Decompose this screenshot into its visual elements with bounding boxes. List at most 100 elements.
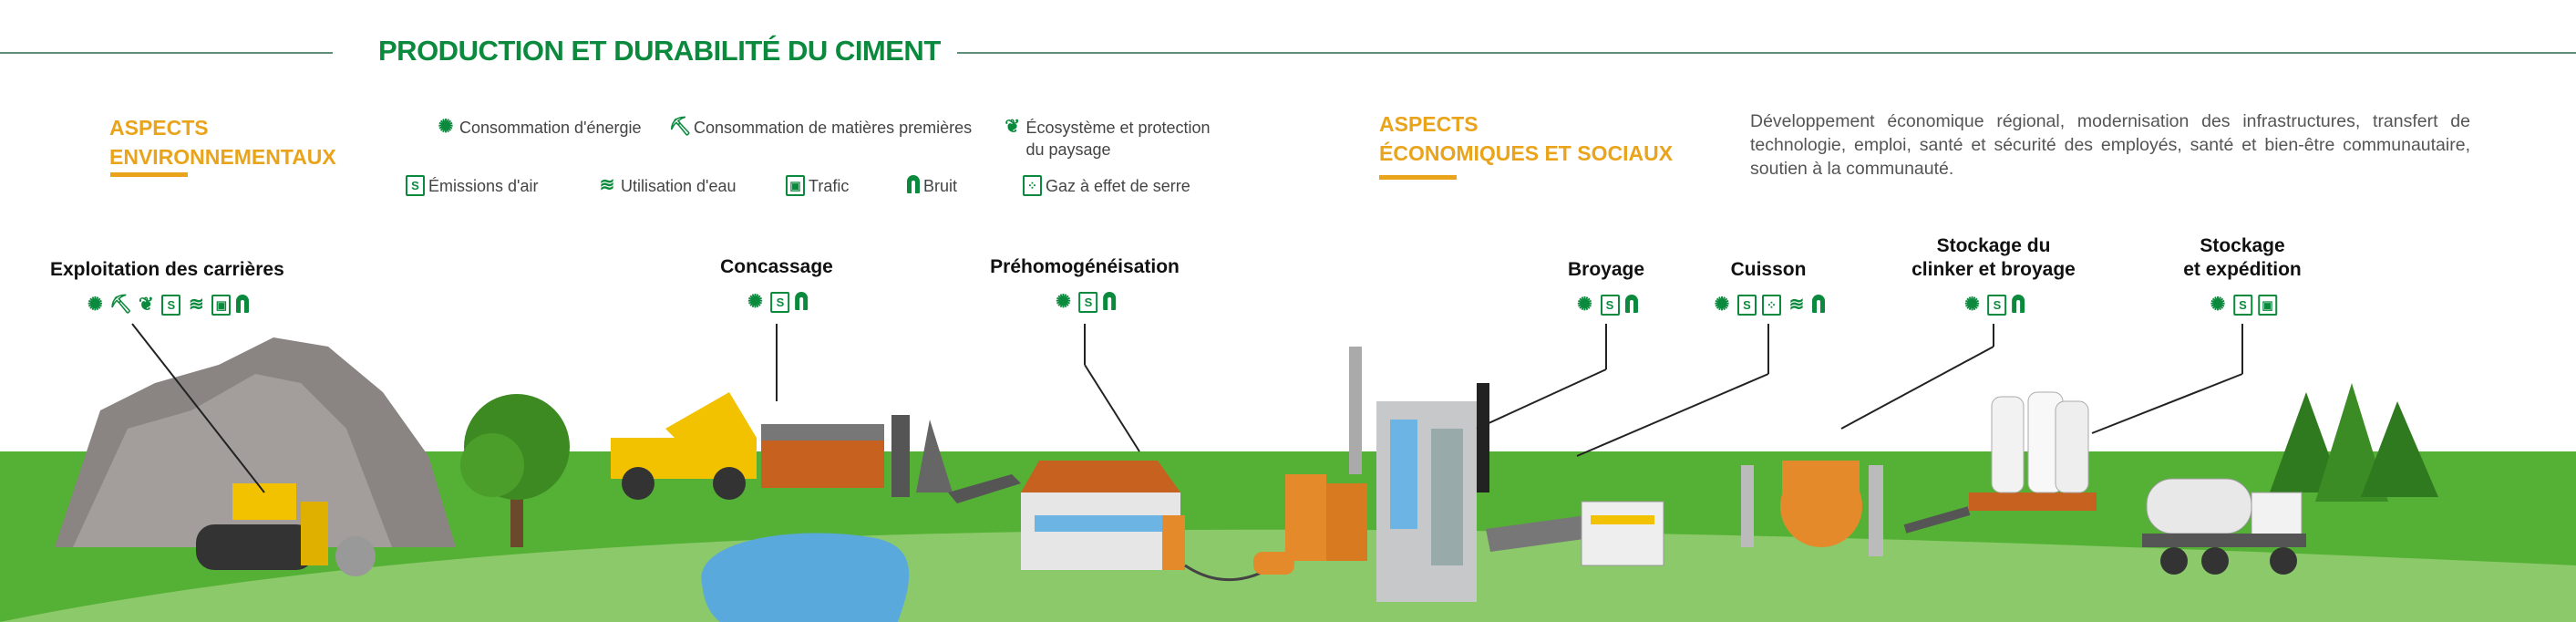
stage-1: Concassage✺S bbox=[720, 255, 833, 313]
water-use-icon: ≋ bbox=[189, 295, 204, 315]
economic-description: Développement économique régional, moder… bbox=[1750, 111, 2470, 179]
ecosystem-icon: ❦ bbox=[139, 295, 154, 315]
stage-icons: ✺S bbox=[1568, 295, 1644, 316]
grass-light bbox=[0, 529, 2576, 622]
stage-label: Broyage bbox=[1567, 259, 1645, 280]
noise-icon bbox=[236, 295, 250, 313]
legend-label: Écosystème et protection du paysage bbox=[1025, 119, 1211, 159]
legend-item: ✺ Consommation d'énergie bbox=[436, 117, 642, 139]
air-emissions-icon: S bbox=[1987, 295, 2007, 316]
noise-icon bbox=[2012, 295, 2025, 313]
energy-icon: ✺ bbox=[747, 292, 763, 312]
cement-mill bbox=[1741, 461, 1883, 556]
greenhouse-gas-icon: ⁘ bbox=[1023, 175, 1042, 196]
energy-icon: ✺ bbox=[1714, 295, 1730, 315]
dump-truck bbox=[611, 392, 757, 500]
traffic-icon: ▣ bbox=[2258, 295, 2277, 316]
stage-icons: ✺⛏ ❦ S ≋ ▣ bbox=[50, 295, 284, 316]
air-emissions-icon: S bbox=[1078, 292, 1098, 313]
prehomogenization-hall bbox=[1021, 461, 1185, 570]
lake bbox=[701, 533, 910, 622]
legend-item: ▣Trafic bbox=[786, 175, 849, 197]
cement-silos bbox=[1969, 391, 2097, 511]
stage-3: Broyage✺S bbox=[1568, 258, 1644, 316]
leader-lines bbox=[131, 323, 2243, 493]
legend-label: Consommation de matières premières bbox=[694, 119, 973, 137]
ecosystem-icon: ❦ bbox=[1005, 117, 1021, 137]
legend-label: Utilisation d'eau bbox=[621, 177, 737, 195]
energy-icon: ✺ bbox=[88, 295, 103, 315]
air-emissions-icon: S bbox=[1600, 295, 1620, 316]
title-rule-right bbox=[957, 52, 2576, 54]
legend-label: Émissions d'air bbox=[428, 177, 539, 195]
economic-heading: ASPECTS ÉCONOMIQUES ET SOCIAUX bbox=[1379, 109, 1673, 168]
crusher-cylinder bbox=[891, 415, 910, 497]
water-use-icon: ≋ bbox=[1788, 295, 1805, 315]
air-emissions-icon: S bbox=[406, 175, 425, 196]
forest bbox=[2270, 383, 2438, 502]
noise-icon bbox=[795, 292, 809, 310]
legend-item: ≋ Utilisation d'eau bbox=[597, 175, 737, 197]
stage-0: Exploitation des carrières ✺⛏ ❦ S ≋ ▣ bbox=[50, 258, 284, 316]
energy-icon: ✺ bbox=[1577, 295, 1592, 315]
title-rule-left bbox=[0, 52, 333, 54]
stage-icons: ✺ S⁘ ≋ bbox=[1712, 295, 1825, 316]
energy-icon: ✺ bbox=[1056, 292, 1071, 312]
legend-label: Consommation d'énergie bbox=[459, 119, 642, 137]
air-emissions-icon: S bbox=[770, 292, 790, 313]
raw-materials-icon: ⛏ bbox=[108, 295, 133, 315]
noise-icon bbox=[907, 175, 920, 193]
noise-icon bbox=[1624, 295, 1638, 313]
water-use-icon: ≋ bbox=[599, 175, 615, 195]
greenhouse-gas-icon: ⁘ bbox=[1762, 295, 1781, 316]
environmental-heading: ASPECTS ENVIRONNEMENTAUX bbox=[109, 113, 336, 171]
preheater-tower bbox=[1376, 401, 1477, 602]
stage-label: Concassage bbox=[720, 256, 833, 277]
environmental-heading-line1: ASPECTS bbox=[109, 116, 209, 140]
bulldozer bbox=[196, 483, 328, 570]
page-title: PRODUCTION ET DURABILITÉ DU CIMENT bbox=[378, 35, 941, 67]
legend-item: ⛏Consommation de matières premières bbox=[668, 117, 973, 139]
environmental-heading-line2: ENVIRONNEMENTAUX bbox=[109, 145, 336, 169]
legend-label: Gaz à effet de serre bbox=[1046, 177, 1190, 195]
grinding-mill bbox=[1253, 552, 1294, 575]
stage-icons: ✺S bbox=[720, 292, 833, 313]
air-emissions-icon: S bbox=[161, 295, 181, 316]
legend-item: ❦Écosystème et protection du paysage bbox=[1003, 117, 1231, 161]
rotary-kiln bbox=[1486, 515, 1591, 552]
stage-2: Préhomogénéisation✺S bbox=[990, 255, 1180, 313]
economic-heading-line1: ASPECTS bbox=[1379, 112, 1479, 136]
economic-heading-line2: ÉCONOMIQUES ET SOCIAUX bbox=[1379, 141, 1674, 165]
energy-icon: ✺ bbox=[438, 117, 454, 137]
stage-4: Cuisson✺ S⁘ ≋ bbox=[1712, 258, 1825, 316]
crusher-container bbox=[761, 438, 884, 488]
noise-icon bbox=[1103, 292, 1117, 310]
raw-material-silos bbox=[1285, 474, 1367, 561]
stage-icons: ✺S bbox=[990, 292, 1180, 313]
economic-underline bbox=[1379, 175, 1457, 180]
cement-mixer-truck bbox=[2142, 478, 2306, 575]
air-emissions-icon: S bbox=[1737, 295, 1757, 316]
raw-materials-icon: ⛏ bbox=[668, 117, 692, 137]
traffic-icon: ▣ bbox=[211, 295, 232, 316]
energy-icon: ✺ bbox=[2210, 295, 2226, 315]
crusher-cone bbox=[916, 420, 953, 492]
energy-icon: ✺ bbox=[1964, 295, 1980, 315]
clinker-cooler bbox=[1581, 501, 1664, 566]
environmental-underline bbox=[110, 172, 188, 177]
legend-label: Trafic bbox=[809, 177, 850, 195]
chimney bbox=[1349, 347, 1362, 474]
air-emissions-icon: S bbox=[2233, 295, 2252, 316]
legend-item: Bruit bbox=[907, 175, 957, 197]
stage-label: Cuisson bbox=[1730, 259, 1807, 280]
legend-label: Bruit bbox=[923, 177, 958, 195]
traffic-icon: ▣ bbox=[786, 175, 805, 196]
stage-label: Exploitation des carrières bbox=[50, 259, 284, 280]
stage-icons: ✺ S ▣ bbox=[2183, 295, 2302, 316]
